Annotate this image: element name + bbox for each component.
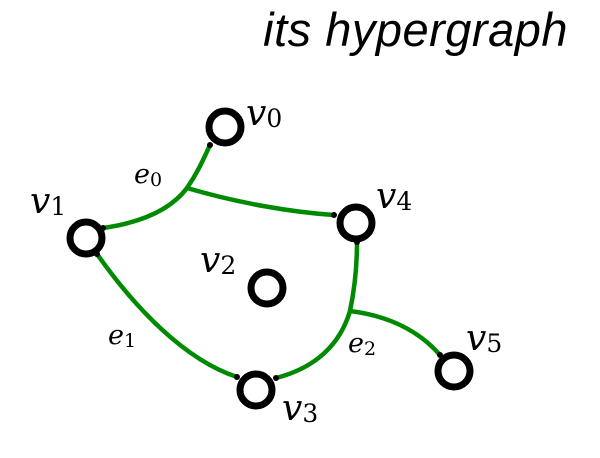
vertex-v1 <box>66 218 106 258</box>
attachment-dot <box>207 142 213 148</box>
hyperedge-e2-branch-v4 <box>347 239 360 314</box>
attachment-dot <box>331 212 337 218</box>
hyperedge-e0-branch-v0 <box>184 142 213 191</box>
vertex-label-v1: v1 <box>30 181 66 222</box>
edge-label-e2: e2 <box>348 328 376 360</box>
vertex-label-v0: v0 <box>246 93 282 134</box>
hyperedge-e0-branch-v4 <box>184 185 337 218</box>
hyperedge-e0-branch-v1 <box>100 185 190 231</box>
edge-label-e0: e0 <box>134 159 162 191</box>
vertex-v2 <box>247 268 287 308</box>
vertex-v3 <box>236 370 276 410</box>
vertex-label-v4: v4 <box>376 176 412 217</box>
hyperedge-e2-branch-v3 <box>273 308 353 381</box>
edge-label-e1: e1 <box>108 320 136 352</box>
vertex-v4 <box>336 203 376 243</box>
vertex-label-v3: v3 <box>282 388 318 429</box>
hyperedge-e2-branch-v5 <box>347 308 443 358</box>
attachment-dot <box>273 375 279 381</box>
attachment-dot <box>234 374 240 380</box>
vertex-v0 <box>205 107 245 147</box>
vertex-v5 <box>434 351 474 391</box>
diagram-title: its hypergraph <box>263 3 568 56</box>
vertex-label-v5: v5 <box>466 318 502 359</box>
vertex-label-v2: v2 <box>200 240 236 281</box>
hyperedge-e1 <box>94 251 240 380</box>
